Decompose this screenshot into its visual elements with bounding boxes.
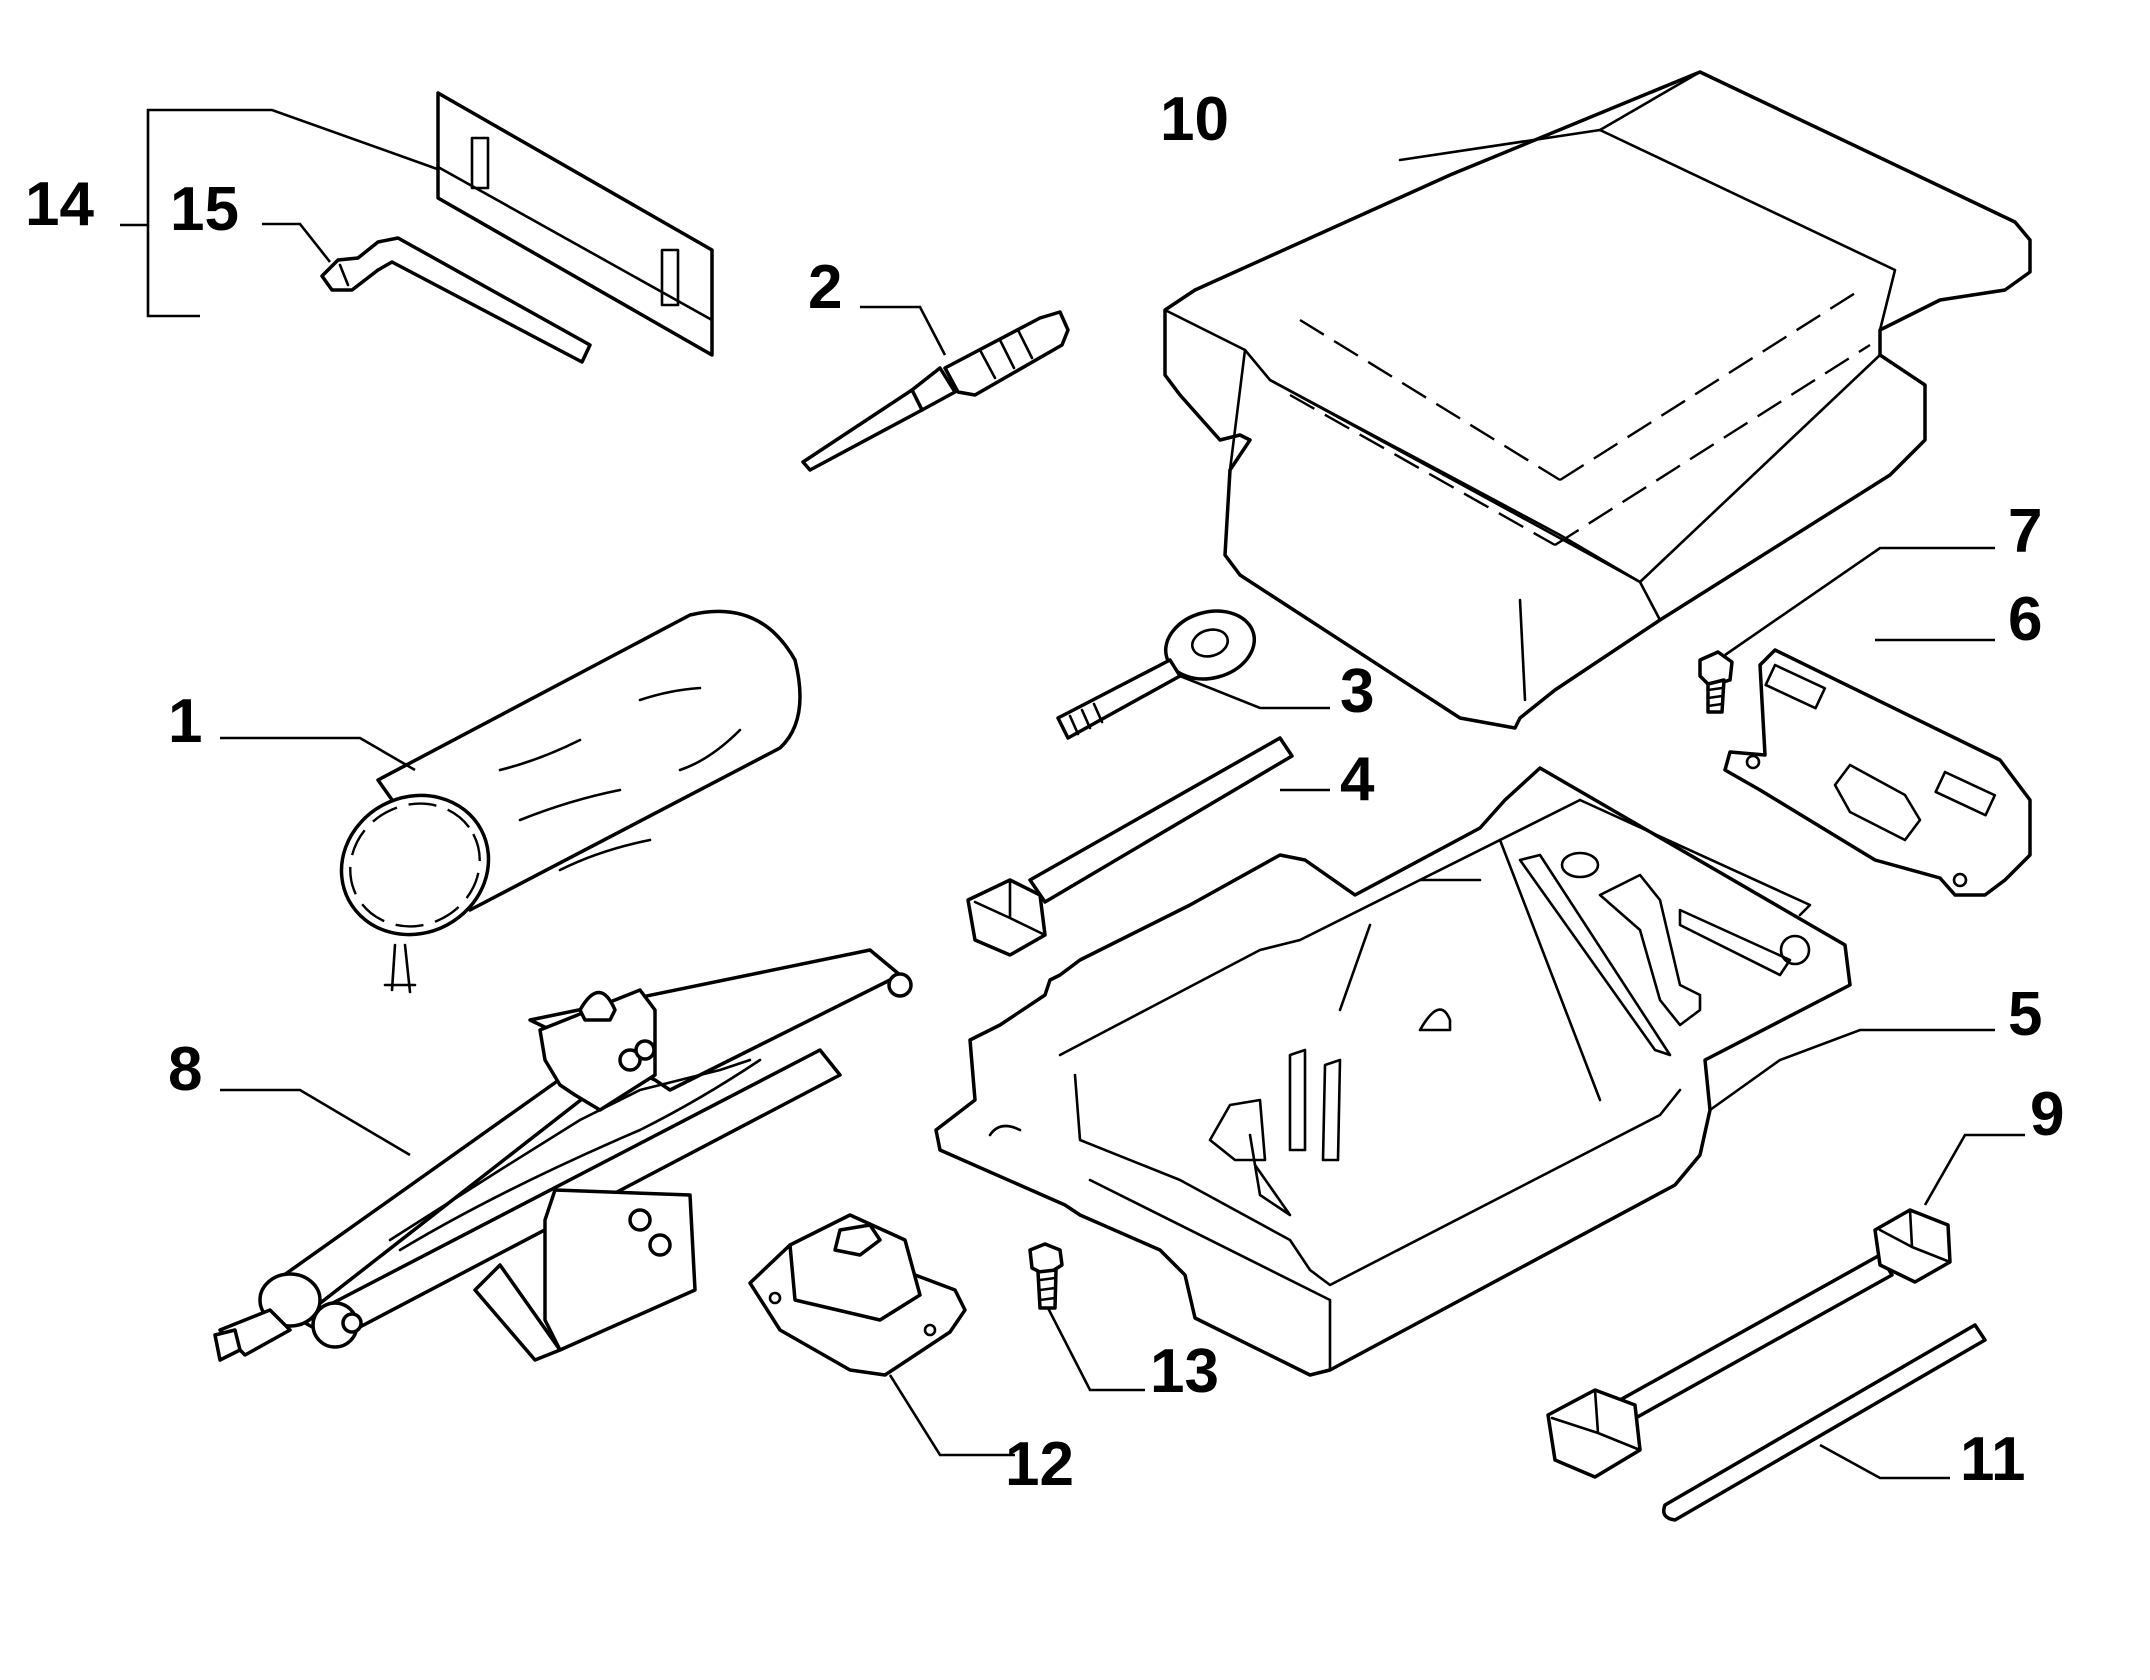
- tommy-bar-icon: [1662, 1323, 1987, 1522]
- scissor-jack-icon: [213, 948, 913, 1362]
- callout-12: 12: [1005, 1430, 1074, 1499]
- tool-kit-group-bracket: [120, 108, 441, 318]
- screw-icon: [1028, 1242, 1145, 1392]
- bolt-icon: [1698, 546, 1995, 714]
- instruction-envelope-icon: [436, 91, 714, 357]
- callout-3: 3: [1340, 657, 1374, 726]
- wheel-brace-icon: [1546, 1133, 2025, 1479]
- callout-7: 7: [2008, 497, 2042, 566]
- box-spanner-bar-icon: [966, 736, 1330, 957]
- callout-14: 14: [25, 170, 94, 239]
- callout-5: 5: [2008, 980, 2042, 1049]
- callout-9: 9: [2030, 1080, 2064, 1149]
- callout-8: 8: [168, 1035, 202, 1104]
- callout-10: 10: [1160, 85, 1229, 154]
- allen-key-icon: [262, 222, 592, 364]
- callout-11: 11: [1960, 1425, 2026, 1494]
- callout-4: 4: [1340, 745, 1375, 814]
- callout-2: 2: [808, 253, 842, 322]
- callout-13: 13: [1150, 1337, 1219, 1406]
- callout-1: 1: [168, 687, 202, 756]
- tray-cover-icon: [1163, 70, 2032, 730]
- callout-6: 6: [2008, 585, 2042, 654]
- towing-eye-icon: [1056, 609, 1330, 740]
- tool-tray-icon: [934, 766, 1995, 1377]
- callout-15: 15: [170, 175, 239, 244]
- wrapped-cloth-bag-icon: [220, 609, 802, 994]
- callout-labels: 1 2 3 4 5 6 7 8 9 10 11 12 13 14 15: [25, 85, 2064, 1499]
- screwdriver-icon: [801, 305, 1070, 472]
- jack-pad-icon: [748, 1213, 1015, 1457]
- mounting-bracket-icon: [1723, 638, 2032, 897]
